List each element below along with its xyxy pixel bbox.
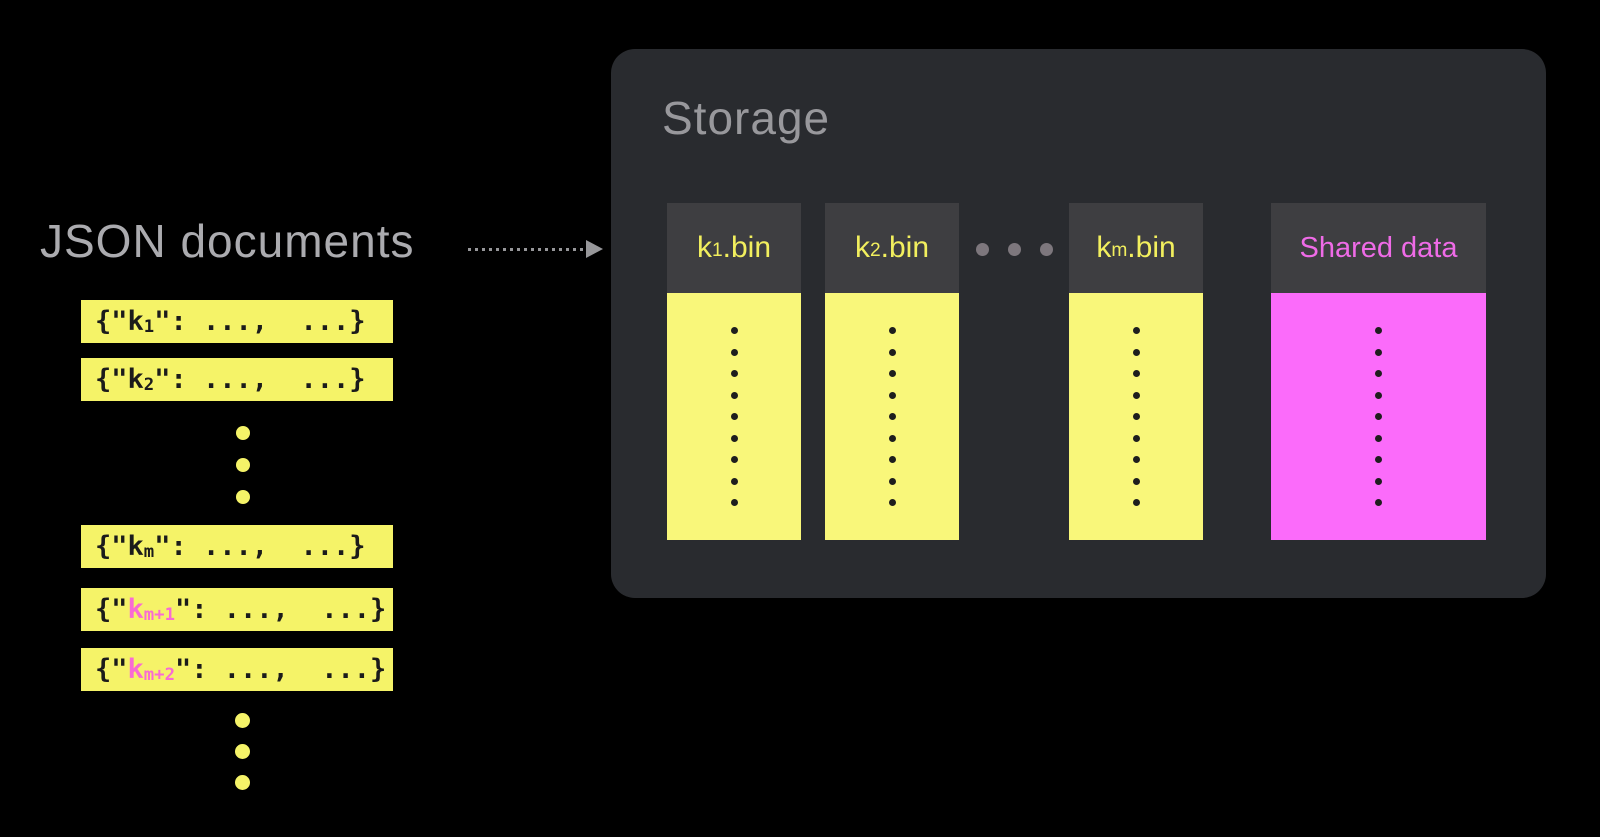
bin-records-ellipsis — [888, 327, 896, 506]
doc-key-highlighted: km+1 — [127, 594, 175, 626]
doc-key: k2 — [127, 364, 155, 396]
json-doc-row-k1: {"k1": ..., ...} — [81, 300, 393, 343]
json-doc-row-km2: {"km+2": ..., ...} — [81, 648, 393, 691]
ellipsis-docs-middle — [236, 426, 250, 504]
shared-data-body — [1271, 293, 1486, 540]
json-doc-row-km1: {"km+1": ..., ...} — [81, 588, 393, 631]
bin-k2-body — [825, 293, 959, 540]
doc-open: {" — [95, 364, 128, 395]
doc-close: ": ..., ...} — [154, 306, 366, 337]
json-doc-row-k2: {"k2": ..., ...} — [81, 358, 393, 401]
ellipsis-bins — [976, 243, 1053, 256]
doc-close: ": ..., ...} — [154, 531, 366, 562]
json-documents-title: JSON documents — [40, 215, 415, 267]
ellipsis-docs-bottom — [235, 713, 250, 790]
storage-title: Storage — [662, 92, 831, 144]
doc-open: {" — [95, 654, 128, 685]
shared-records-ellipsis — [1375, 327, 1382, 506]
arrow-dotted-line — [468, 248, 586, 251]
doc-key-highlighted: km+2 — [127, 654, 175, 686]
doc-open: {" — [95, 306, 128, 337]
shared-data-column: Shared data — [1271, 203, 1486, 540]
bin-records-ellipsis — [730, 327, 738, 506]
doc-close: ": ..., ...} — [154, 364, 366, 395]
arrow-head-icon — [586, 240, 603, 258]
bin-k1-body — [667, 293, 801, 540]
doc-open: {" — [95, 531, 128, 562]
shared-data-label: Shared data — [1271, 203, 1486, 293]
doc-close: ": ..., ...} — [174, 594, 387, 625]
doc-key: k1 — [127, 306, 155, 338]
doc-open: {" — [95, 594, 128, 625]
doc-close: ": ..., ...} — [174, 654, 387, 685]
bin-records-ellipsis — [1132, 327, 1140, 506]
doc-key: km — [127, 531, 155, 563]
bin-km-body — [1069, 293, 1203, 540]
json-doc-row-km: {"km": ..., ...} — [81, 525, 393, 568]
